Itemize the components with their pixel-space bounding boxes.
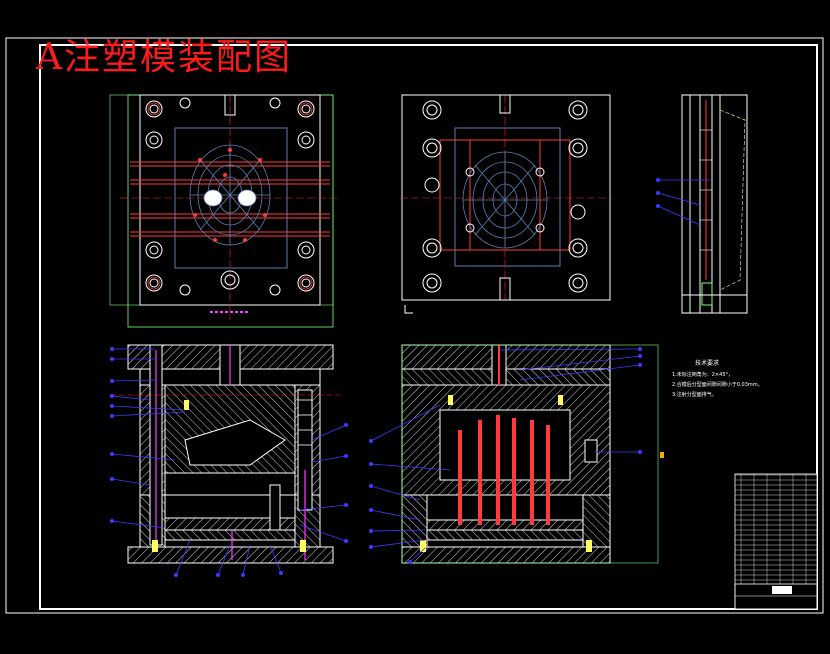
drawing-title: A注塑模装配图 xyxy=(36,37,292,78)
mold-section-right xyxy=(369,344,664,564)
tech-requirement-item: 1.未标注倒角为：2×45°， xyxy=(672,372,734,378)
title-block xyxy=(734,473,818,610)
mold-side-view xyxy=(656,94,748,314)
tech-requirements-heading: 技术要求 xyxy=(695,360,720,367)
drawing-frame xyxy=(5,37,824,614)
cavity-plan-view xyxy=(400,94,612,314)
mold-section-left xyxy=(110,344,348,577)
tech-requirement-item: 3.注射分型面排气。 xyxy=(672,392,717,398)
face-cavity-mesh xyxy=(189,144,271,246)
tech-requirement-item: 2.合模后分型面间隙间隙小于0.03mm， xyxy=(672,382,763,388)
cavity-mesh xyxy=(462,151,548,249)
mold-top-view xyxy=(109,94,340,328)
